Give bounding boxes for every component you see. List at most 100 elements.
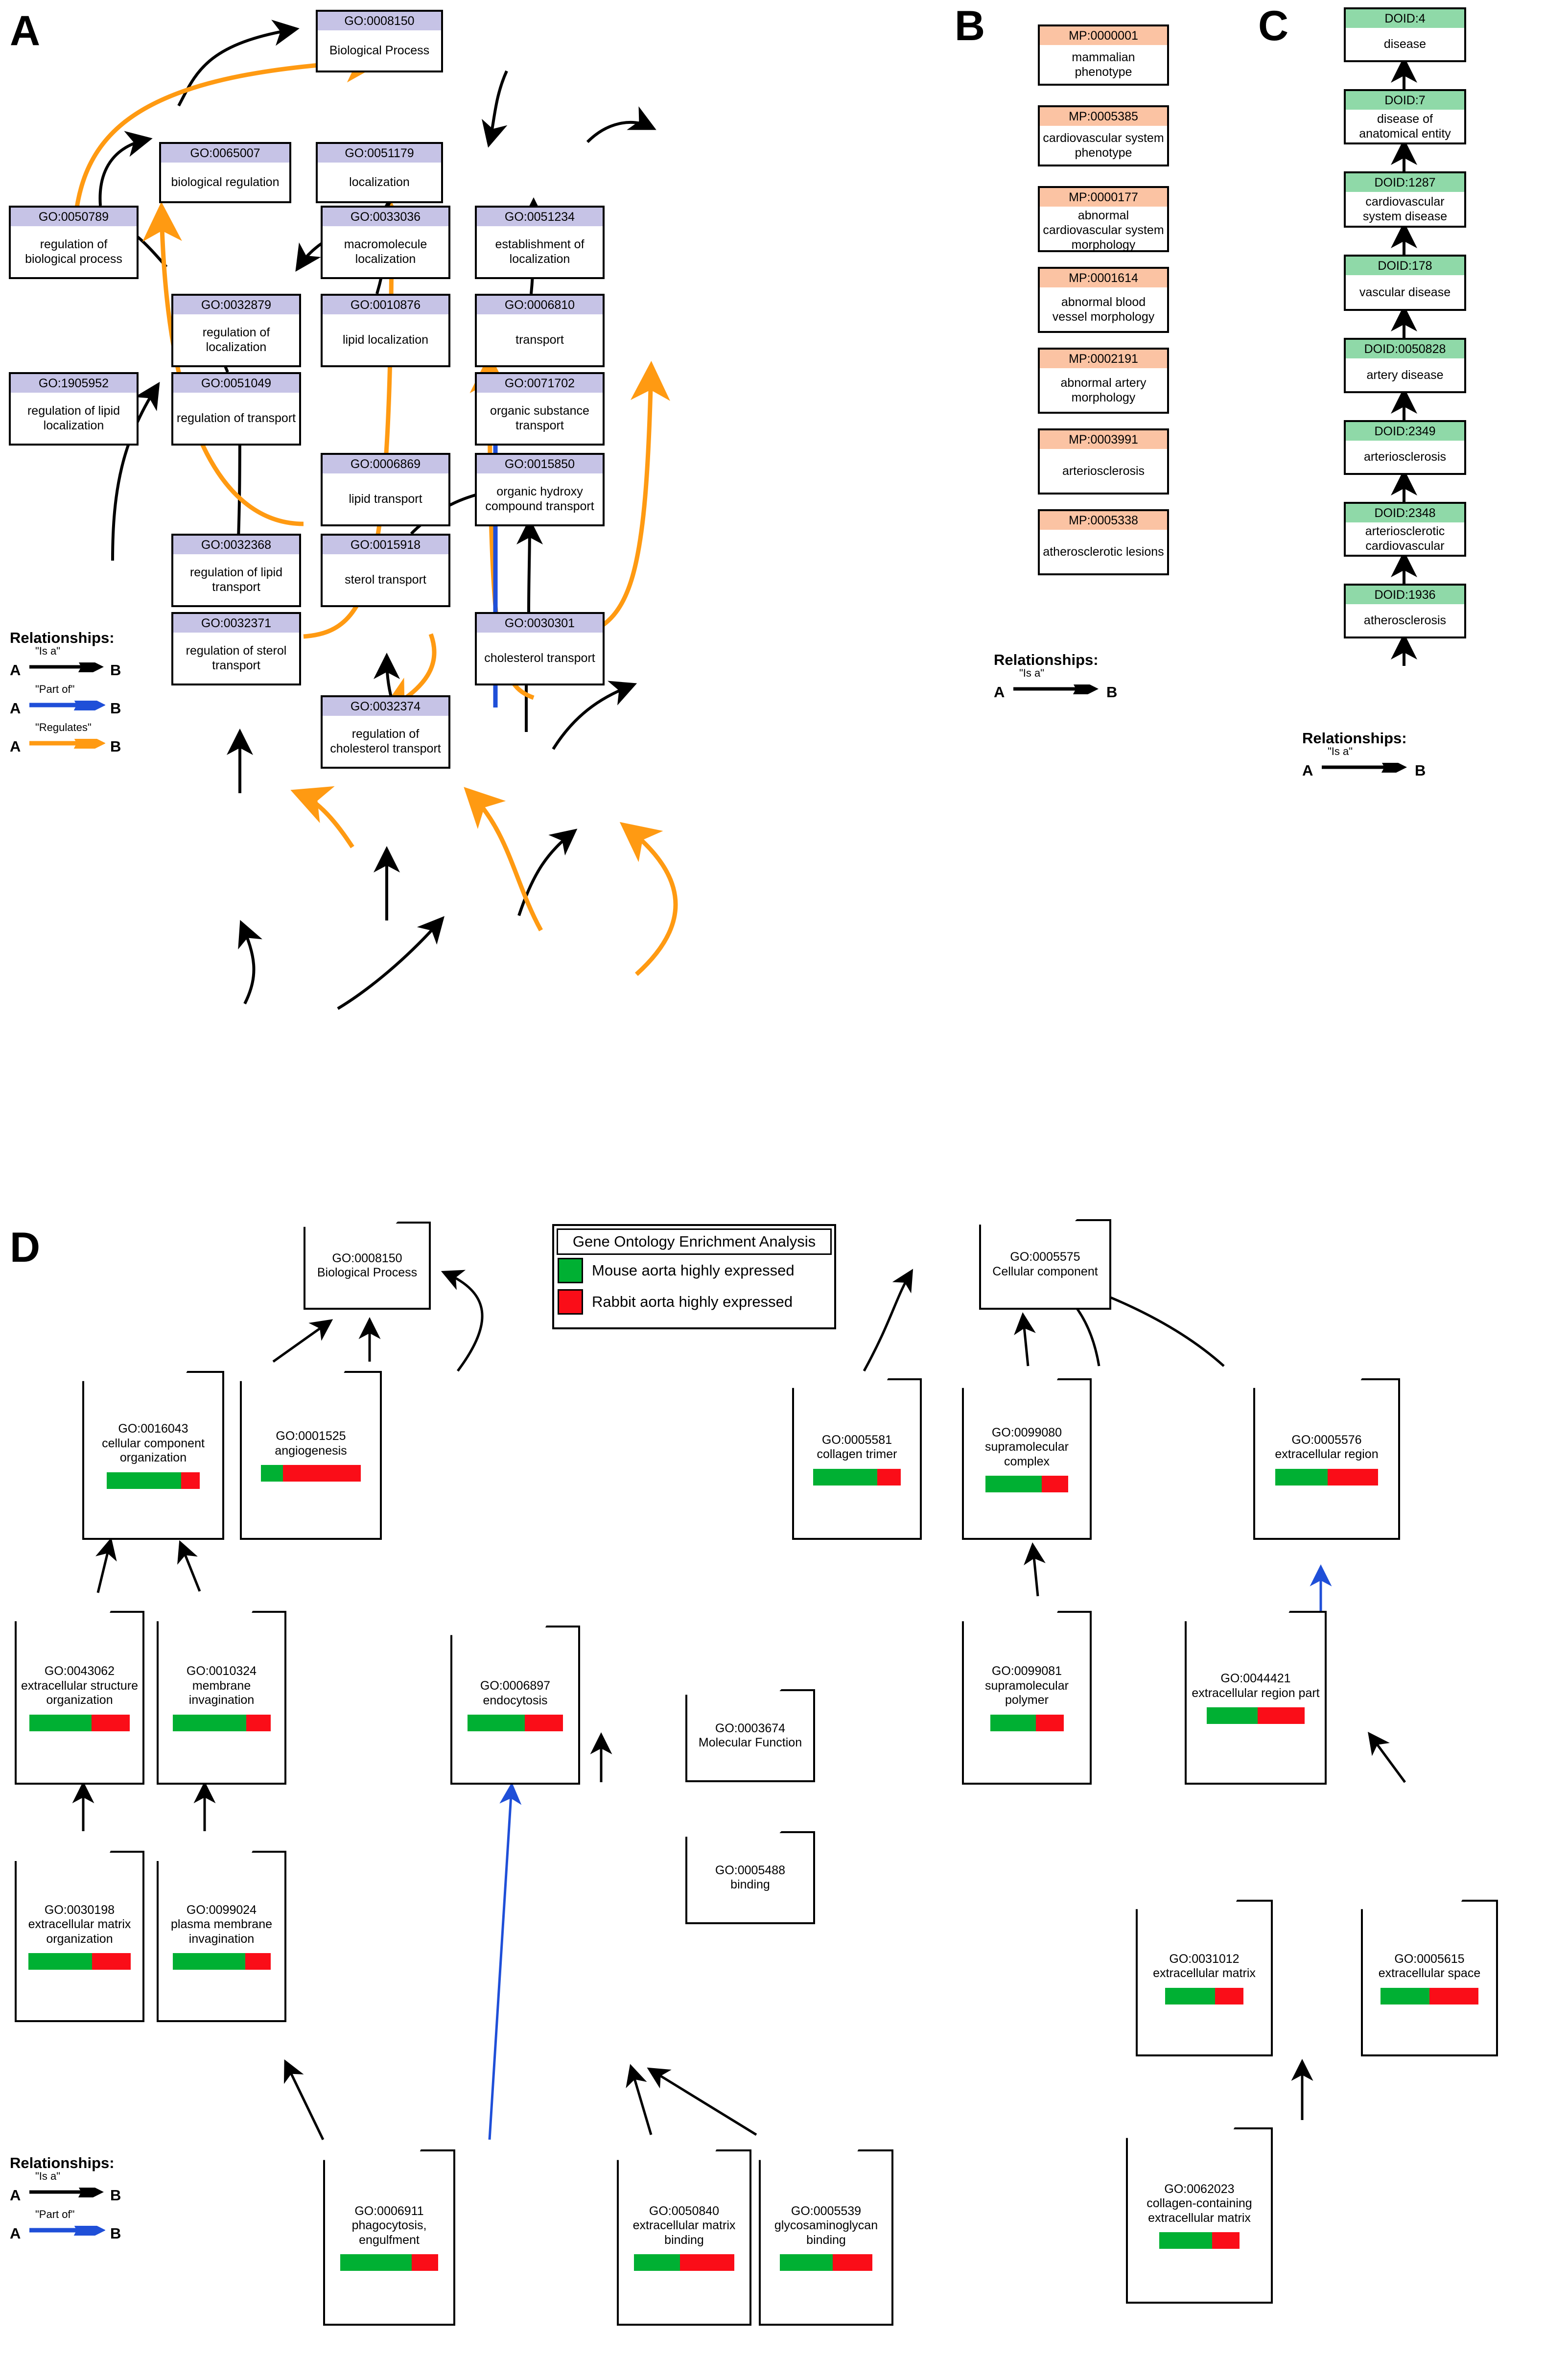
panel-b-relationship-legend: Relationships: A "Is a" B	[994, 651, 1155, 707]
red-swatch-icon	[558, 1289, 583, 1315]
legend-edge-label: "Is a"	[35, 2170, 61, 2182]
go-node-label: regulation of transport	[176, 411, 296, 425]
go-node-label: extracellular space	[1378, 1966, 1481, 1980]
go-node[interactable]: GO:0050789 regulation of biological proce…	[9, 206, 139, 279]
go-folder-node[interactable]: GO:0001525 angiogenesis	[240, 1371, 382, 1540]
go-folder-node[interactable]: GO:0005488 binding	[685, 1831, 815, 1924]
mp-node-id: MP:0003991	[1040, 430, 1167, 449]
go-node-id: GO:0050789	[11, 208, 137, 227]
go-folder-node[interactable]: GO:0030198 extracellular matrix organiza…	[15, 1851, 144, 2022]
mp-node-id: MP:0001614	[1040, 269, 1167, 288]
go-node-label: extracellular matrix binding	[632, 2218, 736, 2247]
expression-bar	[1381, 1987, 1478, 2004]
legend-edge-label: "Is a"	[1328, 745, 1353, 757]
doid-node-id: DOID:1287	[1346, 173, 1464, 192]
go-folder-node[interactable]: GO:0003674 Molecular Function	[685, 1689, 815, 1782]
go-node-label: lipid localization	[342, 333, 429, 347]
go-folder-node[interactable]: GO:0099024 plasma membrane invagination	[157, 1851, 286, 2022]
go-node-id: GO:0099080	[991, 1425, 1062, 1439]
go-folder-node[interactable]: GO:0005581 collagen trimer	[792, 1378, 922, 1540]
go-folder-node[interactable]: GO:0031012 extracellular matrix	[1136, 1900, 1273, 2056]
panel-letter-b: B	[955, 2, 985, 49]
go-node-label: regulation of biological process	[25, 237, 122, 266]
expression-bar	[1275, 1468, 1378, 1486]
mp-node-id: MP:0005385	[1040, 107, 1167, 126]
go-folder-node[interactable]: GO:0043062 extracellular structure organ…	[15, 1611, 144, 1785]
go-node-label: regulation of lipid transport	[189, 566, 282, 594]
arrow-black-icon	[1322, 763, 1407, 773]
go-node-id: GO:0010324	[186, 1664, 257, 1678]
go-folder-node[interactable]: GO:0099081 supramolecular polymer	[962, 1611, 1092, 1785]
go-folder-node[interactable]: GO:0008150 Biological Process	[304, 1222, 431, 1310]
go-folder-node[interactable]: GO:0050840 extracellular matrix binding	[617, 2149, 751, 2326]
go-folder-node[interactable]: GO:0062023 collagen-containing extracell…	[1126, 2127, 1273, 2304]
legend-edge-label: "Regulates"	[35, 721, 92, 733]
go-node-label: establishment of localization	[495, 237, 585, 266]
expression-bar	[340, 2254, 438, 2271]
go-node[interactable]: GO:0032879 regulation of localization	[171, 294, 301, 367]
mp-node-label: mammalian phenotype	[1072, 50, 1135, 79]
mp-node-label: atherosclerotic lesions	[1043, 544, 1164, 559]
go-node-id: GO:0005488	[715, 1863, 786, 1877]
expression-bar	[172, 1953, 271, 1970]
doid-node-id: DOID:0050828	[1346, 340, 1464, 359]
go-node-label: regulation of localization	[202, 326, 270, 354]
go-folder-node[interactable]: GO:0006897 endocytosis	[450, 1626, 580, 1785]
go-folder-node[interactable]: GO:0005539 glycosaminoglycan binding	[759, 2149, 893, 2326]
arrow-black-icon	[29, 662, 104, 672]
expression-bar	[990, 1714, 1064, 1731]
go-folder-node[interactable]: GO:0005615 extracellular space	[1361, 1900, 1498, 2056]
go-folder-node[interactable]: GO:0044421 extracellular region part	[1185, 1611, 1327, 1785]
legend-node-a: A	[10, 700, 21, 717]
go-folder-node[interactable]: GO:0005575 Cellular component	[979, 1219, 1111, 1310]
go-node-id: GO:0044421	[1220, 1672, 1291, 1685]
go-folder-node[interactable]: GO:0006911 phagocytosis, engulfment	[323, 2149, 455, 2326]
go-folder-node[interactable]: GO:0010324 membrane invagination	[157, 1611, 286, 1785]
go-node-label: Molecular Function	[698, 1736, 802, 1749]
go-folder-node[interactable]: GO:0099080 supramolecular complex	[962, 1378, 1092, 1540]
go-node-id: GO:0032879	[173, 296, 299, 315]
expression-bar	[107, 1472, 200, 1489]
go-folder-node[interactable]: GO:0005576 extracellular region	[1253, 1378, 1400, 1540]
go-node-label: collagen trimer	[817, 1447, 897, 1461]
go-node-label: binding	[730, 1878, 770, 1891]
legend-node-a: A	[10, 2187, 21, 2204]
go-folder-node[interactable]: GO:0016043 cellular component organizati…	[82, 1371, 224, 1540]
go-node-label: biological regulation	[171, 175, 280, 189]
go-node-label: organic substance transport	[490, 404, 589, 433]
doid-node-id: DOID:2348	[1346, 504, 1464, 523]
expression-bar	[779, 2254, 873, 2271]
